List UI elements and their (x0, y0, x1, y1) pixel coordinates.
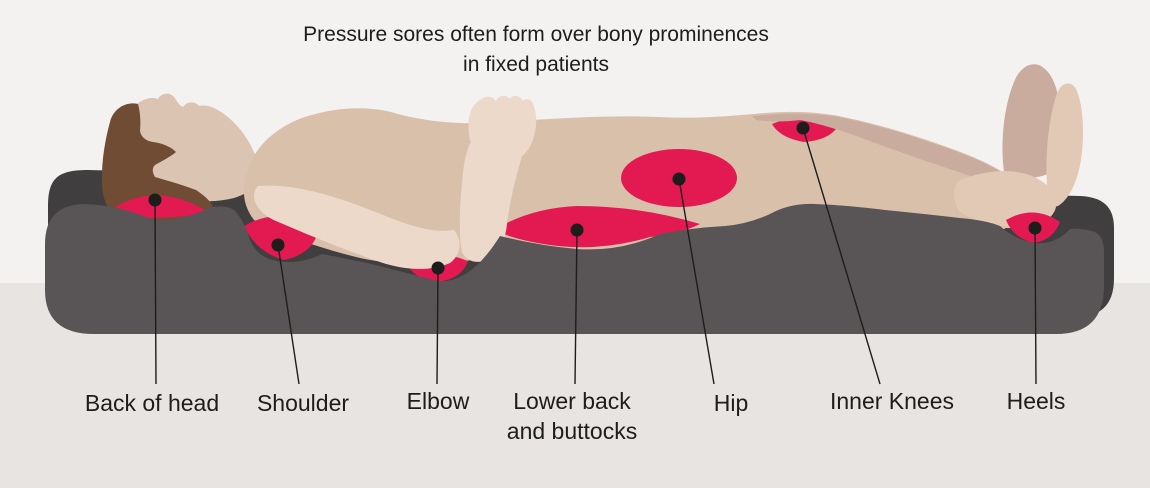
label-back-of-head: Back of head (84, 390, 220, 416)
far-leg-shadow (752, 113, 1014, 190)
callout-dot-shoulder (271, 238, 285, 252)
callout-line-elbow (436, 267, 439, 385)
diagram-title: Pressure sores often form over bony prom… (303, 20, 769, 80)
callout-line-lower-back (574, 229, 578, 385)
callout-line-heels (1034, 227, 1037, 385)
label-shoulder: Shoulder (256, 390, 350, 416)
upper-arm (254, 185, 460, 269)
patient-hair (101, 103, 214, 223)
forearm (459, 143, 524, 262)
callout-dot-lower-back (570, 223, 584, 237)
callout-dot-hip (672, 172, 686, 186)
label-inner-knees: Inner Knees (829, 388, 955, 414)
sore-back-of-head (108, 195, 210, 218)
callout-line-back-of-head (154, 199, 157, 385)
callout-dot-heels (1028, 221, 1042, 235)
callout-line-hip (678, 178, 715, 385)
callout-dot-back-of-head (148, 193, 162, 207)
sore-lower-back (494, 206, 700, 248)
diagram-title-line2: in fixed patients (463, 53, 609, 76)
diagram-title-line1: Pressure sores often form over bony prom… (303, 23, 769, 46)
label-elbow: Elbow (406, 388, 470, 414)
near-foot (1046, 83, 1084, 207)
hand-fist (468, 95, 537, 161)
callout-line-inner-knees (802, 127, 881, 385)
mattress-front-face (45, 203, 1104, 334)
label-lower-back: Lower back and buttocks (506, 388, 638, 444)
label-heels: Heels (1006, 388, 1066, 414)
callout-dot-elbow (431, 261, 445, 275)
far-foot (1002, 64, 1060, 178)
callout-line-shoulder (277, 244, 300, 385)
callout-dot-inner-knees (796, 121, 810, 135)
label-hip: Hip (713, 390, 749, 416)
